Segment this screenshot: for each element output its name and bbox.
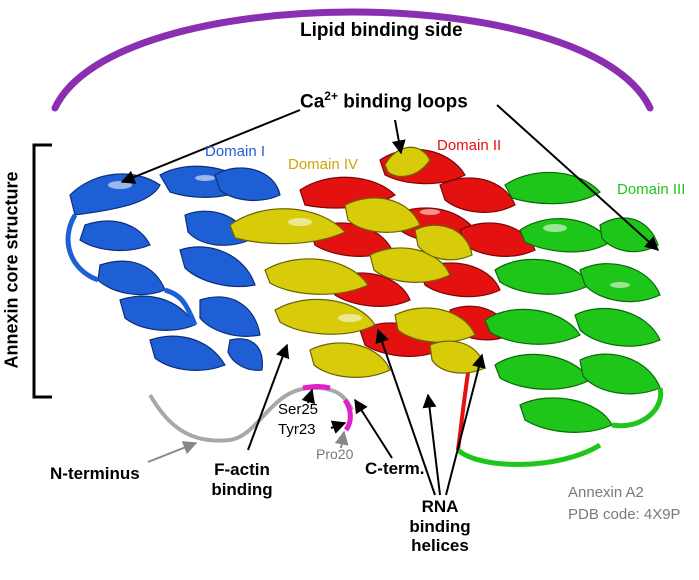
rna-arrow-1 [375,328,436,496]
factin-label: F-actin binding [192,460,292,499]
domain-2-ribbon [299,148,536,357]
domain-1-loop [65,213,198,326]
domain-2-label: Domain II [437,137,502,154]
protein-name: Annexin A2 [568,484,644,501]
ribbon-highlights [108,175,630,322]
domain-1-ribbon [69,165,281,371]
factin-line-2: binding [211,479,273,499]
rna-line-1: RNA [421,497,459,516]
ca-superscript: 2+ [324,89,338,103]
rna-arrow-2 [422,393,441,496]
lipid-side-arc [51,8,654,112]
domain-4-label: Domain IV [288,156,359,173]
ca-arrow-domain3 [496,104,660,251]
n-terminus-arrow [147,441,198,463]
domain-3-loop [456,387,664,467]
c-term-label: C-term. [365,459,425,478]
c-term-arrow [354,398,393,459]
ca-text: Ca [300,91,325,113]
ca-arrow-domain4 [391,119,406,155]
lipid-side-label: Lipid binding side [300,20,463,41]
ser25-arrow [301,388,315,405]
ca-binding-label: Ca2+ binding loops [300,89,468,113]
pro20-label: Pro20 [316,446,354,462]
ser25-label: Ser25 [278,401,319,418]
pro20-arrow [334,430,349,449]
n-terminus-label: N-terminus [50,464,140,483]
rna-line-3: helices [411,536,469,556]
domain-1-label: Domain I [205,143,266,160]
core-structure-label: Annexin core structure [1,171,22,369]
domain-4-ribbon [229,146,486,378]
f-actin-segment [302,384,353,432]
domain-3-ribbon [484,171,661,433]
factin-line-1: F-actin [214,460,270,479]
rna-line-2: binding [409,516,471,536]
tyr23-label: Tyr23 [278,421,316,438]
tyr23-arrow [330,420,347,434]
ca-suffix: binding loops [337,91,468,113]
n-terminal-linker [148,385,354,443]
factin-arrow [247,343,290,451]
domain-3-label: Domain III [617,181,686,198]
core-structure-bracket [32,143,52,399]
rna-arrow-3 [445,353,486,496]
pdb-code: PDB code: 4X9P [568,506,681,523]
ca-arrow-domain1 [120,109,301,184]
rna-label: RNA binding helices [395,497,485,556]
